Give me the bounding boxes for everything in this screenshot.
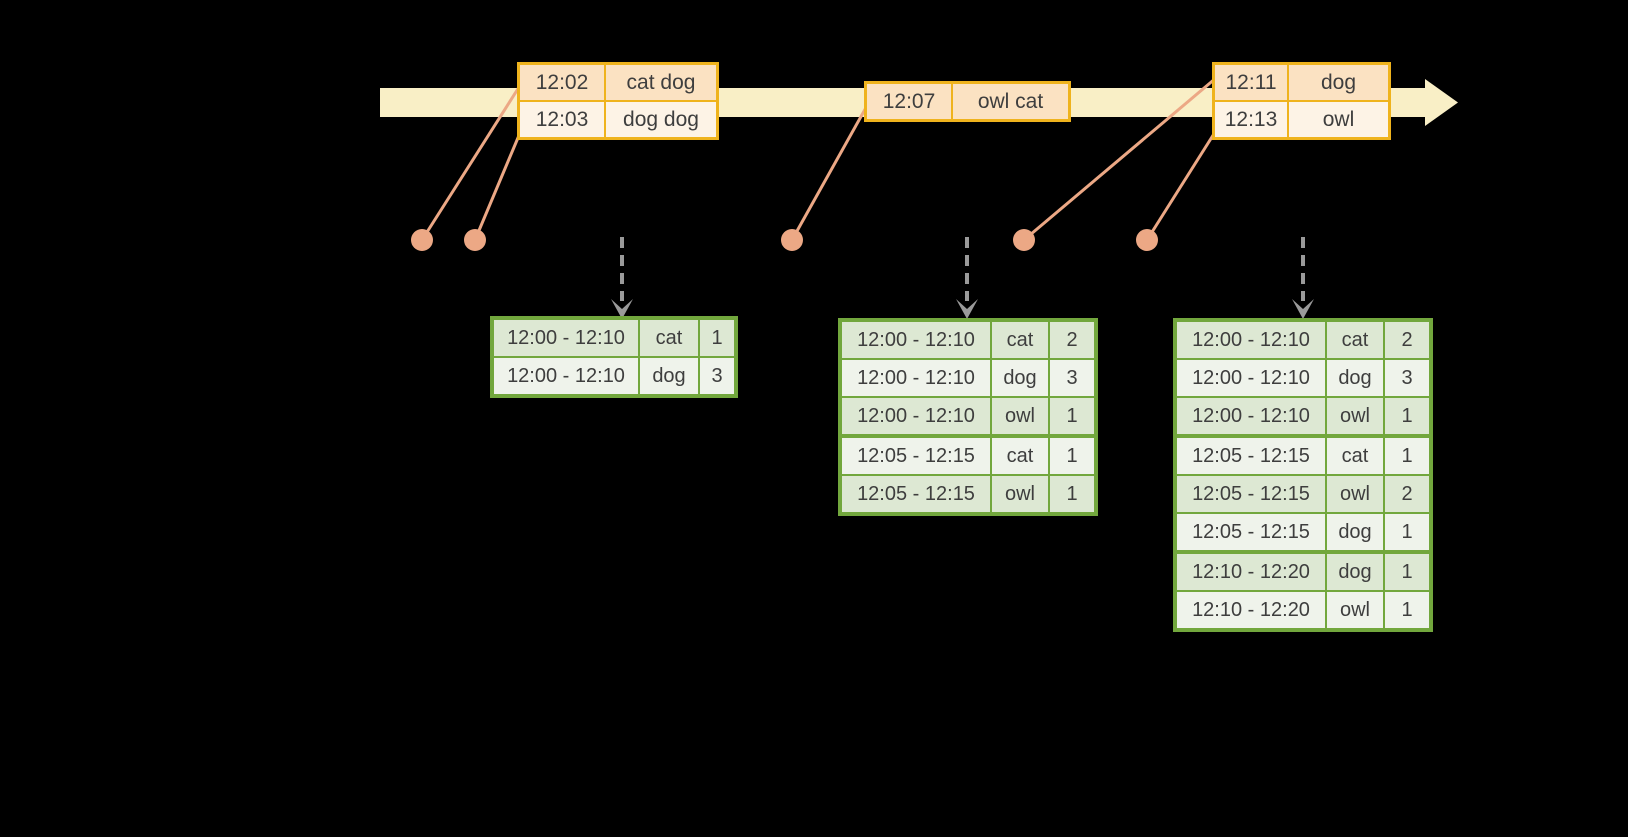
result-window-cell: 12:00 - 12:10 [842,398,990,434]
connector-line [790,103,870,241]
result-count-cell: 1 [1383,554,1429,590]
timeline-arrowhead-icon [1425,79,1458,126]
event-connector-lines [420,76,1219,242]
result-window-cell: 12:05 - 12:15 [1177,476,1325,512]
result-count-cell: 2 [1383,322,1429,358]
event-words: dog [1287,65,1388,100]
result-count-cell: 1 [1383,514,1429,550]
result-word-cell: dog [1325,554,1383,590]
result-window-cell: 12:05 - 12:15 [1177,438,1325,474]
result-count-cell: 1 [1048,398,1094,434]
down-arrowhead-icon [611,299,633,319]
event-words: owl cat [951,84,1068,119]
result-word-cell: owl [1325,592,1383,628]
connector-line [473,132,522,241]
result-count-cell: 2 [1048,322,1094,358]
result-count-cell: 1 [1383,438,1429,474]
connector-line [420,83,523,241]
result-word-cell: cat [638,320,698,356]
result-count-cell: 1 [698,320,734,356]
result-word-cell: owl [1325,398,1383,434]
result-word-cell: owl [1325,476,1383,512]
event-time: 12:02 [520,65,604,100]
connector-line [1145,128,1219,241]
result-word-cell: dog [638,358,698,394]
event-time: 12:13 [1215,102,1287,137]
event-time: 12:11 [1215,65,1287,100]
result-window-cell: 12:00 - 12:10 [842,322,990,358]
result-window-cell: 12:05 - 12:15 [842,438,990,474]
result-word-cell: cat [990,322,1048,358]
result-window-cell: 12:00 - 12:10 [1177,360,1325,396]
result-window-cell: 12:10 - 12:20 [1177,592,1325,628]
result-count-cell: 1 [1048,476,1094,512]
result-count-cell: 2 [1383,476,1429,512]
result-word-cell: cat [1325,322,1383,358]
result-window-cell: 12:00 - 12:10 [1177,322,1325,358]
event-marker-dot [1013,229,1035,251]
result-count-cell: 1 [1383,398,1429,434]
event-time: 12:07 [867,84,951,119]
result-count-cell: 1 [1048,438,1094,474]
result-window-cell: 12:00 - 12:10 [494,358,638,394]
result-word-cell: dog [1325,514,1383,550]
result-word-cell: cat [990,438,1048,474]
result-window-cell: 12:00 - 12:10 [842,360,990,396]
result-window-cell: 12:10 - 12:20 [1177,554,1325,590]
result-word-cell: cat [1325,438,1383,474]
event-marker-dot [411,229,433,251]
result-word-cell: dog [1325,360,1383,396]
result-window-cell: 12:05 - 12:15 [842,476,990,512]
result-count-cell: 3 [1383,360,1429,396]
down-arrowhead-icon [1292,299,1314,319]
connector-line [1023,76,1217,242]
down-arrowhead-icon [956,299,978,319]
result-window-cell: 12:05 - 12:15 [1177,514,1325,550]
event-marker-dot [1136,229,1158,251]
event-time: 12:03 [520,102,604,137]
result-word-cell: dog [990,360,1048,396]
result-word-cell: owl [990,398,1048,434]
trigger-arrows [611,237,1314,319]
result-count-cell: 3 [698,358,734,394]
result-word-cell: owl [990,476,1048,512]
result-window-cell: 12:00 - 12:10 [494,320,638,356]
result-count-cell: 3 [1048,360,1094,396]
event-marker-dot [464,229,486,251]
event-words: dog dog [604,102,716,137]
event-words: cat dog [604,65,716,100]
event-markers [411,229,1158,251]
event-words: owl [1287,102,1388,137]
event-marker-dot [781,229,803,251]
result-window-cell: 12:00 - 12:10 [1177,398,1325,434]
result-count-cell: 1 [1383,592,1429,628]
